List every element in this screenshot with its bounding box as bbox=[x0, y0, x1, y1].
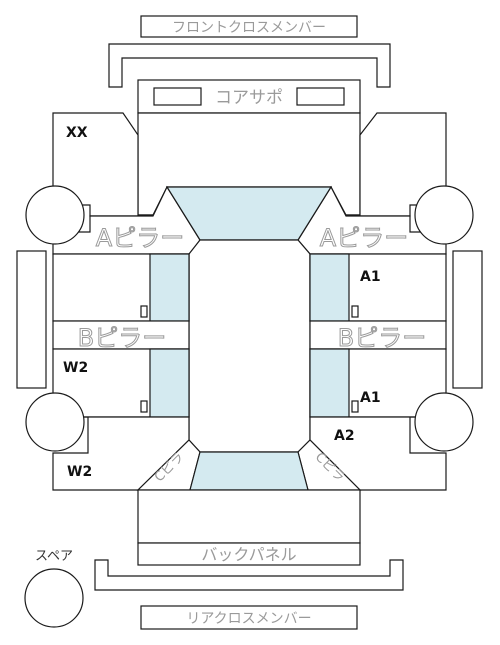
mark-left-middle: W2 bbox=[63, 360, 88, 376]
b-pillar-right-band[interactable] bbox=[309, 320, 447, 350]
rear-window[interactable] bbox=[189, 451, 309, 491]
mark-right-rear: A2 bbox=[334, 428, 355, 444]
rear-right-wheel[interactable] bbox=[414, 392, 474, 452]
front-bumper[interactable] bbox=[108, 43, 391, 88]
core-support-left-light[interactable] bbox=[153, 87, 202, 106]
back-panel-box[interactable] bbox=[137, 542, 361, 566]
right-rear-quarter[interactable] bbox=[309, 416, 447, 491]
mark-front-left: XX bbox=[66, 125, 88, 141]
rear-cross-member-box[interactable] bbox=[140, 605, 358, 630]
trunk-lid[interactable] bbox=[137, 489, 361, 544]
front-left-wheel[interactable] bbox=[25, 185, 85, 245]
right-rear-window[interactable] bbox=[309, 348, 350, 418]
mark-left-rear: W2 bbox=[67, 464, 92, 480]
left-rear-handle[interactable] bbox=[140, 400, 148, 413]
left-front-handle[interactable] bbox=[140, 305, 148, 318]
right-rear-handle[interactable] bbox=[351, 400, 359, 413]
a-pillar-right-label: Aピラー bbox=[320, 224, 408, 252]
back-panel-label: バックパネル bbox=[201, 545, 296, 564]
right-front-handle[interactable] bbox=[351, 305, 359, 318]
front-cross-member-label: フロントクロスメンバー bbox=[172, 20, 326, 36]
right-front-window[interactable] bbox=[309, 253, 350, 322]
right-side-step[interactable] bbox=[452, 250, 483, 389]
mark-right-lower: A1 bbox=[360, 390, 381, 406]
mark-right-upper: A1 bbox=[360, 269, 381, 285]
b-pillar-left-band[interactable] bbox=[52, 320, 190, 350]
spare-label: スペア bbox=[35, 549, 73, 564]
roof[interactable] bbox=[188, 239, 311, 453]
rear-cross-member-label: リアクロスメンバー bbox=[186, 611, 311, 627]
front-right-wheel[interactable] bbox=[414, 185, 474, 245]
left-front-window[interactable] bbox=[149, 253, 190, 322]
a-pillar-left-label: Aピラー bbox=[96, 224, 184, 252]
left-rear-quarter[interactable] bbox=[52, 416, 190, 491]
left-side-step[interactable] bbox=[16, 250, 47, 389]
core-support-right-light[interactable] bbox=[296, 87, 345, 106]
b-pillar-left-label: Bピラー bbox=[78, 324, 166, 352]
left-rear-window[interactable] bbox=[149, 348, 190, 418]
front-cross-member-box[interactable] bbox=[140, 15, 358, 38]
core-support-label: コアサポ bbox=[215, 88, 283, 108]
rear-left-wheel[interactable] bbox=[25, 392, 85, 452]
spare-wheel[interactable] bbox=[24, 568, 84, 628]
rear-bumper[interactable] bbox=[94, 559, 404, 591]
b-pillar-right-label: Bピラー bbox=[338, 324, 426, 352]
